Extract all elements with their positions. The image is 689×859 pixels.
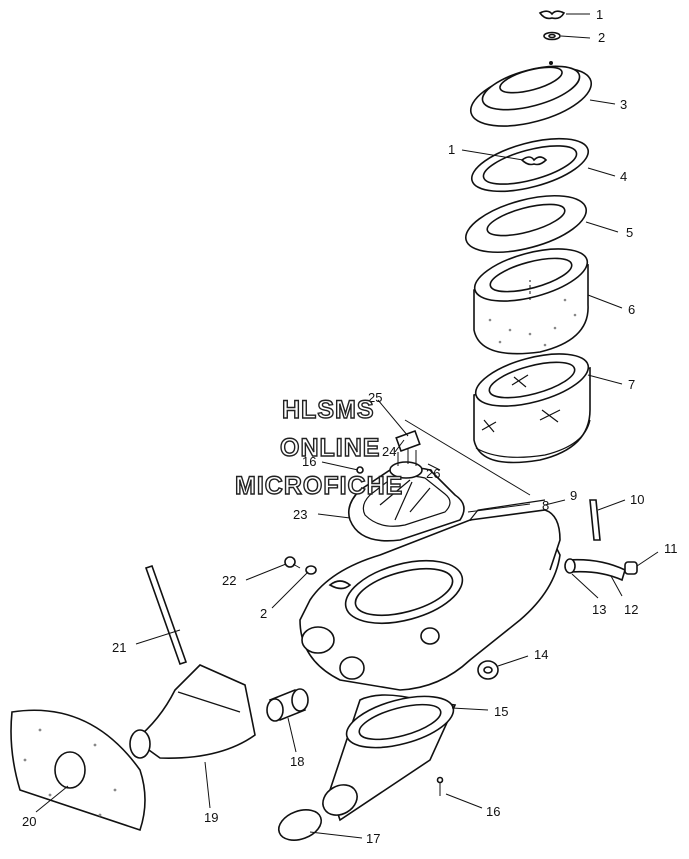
fasteners [284, 556, 499, 680]
wing-nut-top [538, 10, 566, 20]
callout-18: 18 [290, 754, 304, 769]
air-box-housing [299, 499, 561, 691]
callout-19: 19 [204, 810, 218, 825]
pre-cleaner-foam [473, 248, 589, 355]
callout-26: 26 [426, 466, 440, 481]
callout-8: 8 [542, 498, 549, 513]
callout-20: 20 [22, 814, 36, 829]
intake-duct [129, 664, 256, 759]
watermark-line-1: HLSMS [282, 396, 375, 424]
watermark: HLSMS ONLINE MICROFICHE [234, 395, 403, 500]
callout-3-cover: 3 [620, 97, 627, 112]
leader-lines [35, 13, 659, 839]
callout-5-plate: 5 [626, 225, 633, 240]
callout-1-wing-nut-inner: 1 [448, 142, 455, 157]
callout-23: 23 [293, 507, 307, 522]
callout-1-wing-nut: 1 [596, 7, 603, 22]
filter-gasket [470, 137, 590, 193]
callout-21: 21 [112, 640, 126, 655]
callout-9-housing: 9 [570, 488, 577, 503]
callout-2-washer: 2 [598, 30, 605, 45]
callout-7-filter: 7 [628, 377, 635, 392]
foam-shield [10, 709, 146, 832]
bushing [266, 688, 309, 722]
part-drawings [10, 10, 638, 841]
callout-labels: 1 2 3 1 4 5 6 7 25 24 16 26 8 9 10 23 11… [22, 7, 678, 846]
callout-25: 25 [368, 390, 382, 405]
callout-15: 15 [494, 704, 508, 719]
callout-24: 24 [382, 444, 396, 459]
callout-14: 14 [534, 647, 548, 662]
callout-22: 22 [222, 573, 236, 588]
hose-clamp [277, 776, 444, 841]
callout-16-upper: 16 [302, 454, 316, 469]
filter-plate [464, 195, 588, 253]
watermark-line-3: MICROFICHE [235, 472, 403, 500]
washer-top [543, 31, 561, 41]
callout-16-lower: 16 [486, 804, 500, 819]
alignment-lines [404, 280, 531, 496]
retaining-strap [144, 564, 188, 666]
callout-6-foam: 6 [628, 302, 635, 317]
air-filter-cover [469, 61, 593, 127]
callout-10: 10 [630, 492, 644, 507]
callout-4-gasket: 4 [620, 169, 627, 184]
filter-adapter-base [347, 429, 465, 542]
paper-air-filter-element [473, 353, 591, 464]
callout-12: 12 [624, 602, 638, 617]
callout-17: 17 [366, 831, 380, 846]
callout-2-lower: 2 [260, 606, 267, 621]
lower-duct-tube [322, 694, 457, 822]
callout-13: 13 [592, 602, 606, 617]
breather-hose-assembly [564, 499, 638, 582]
watermark-line-2: ONLINE [280, 434, 380, 462]
callout-11: 11 [664, 541, 678, 556]
